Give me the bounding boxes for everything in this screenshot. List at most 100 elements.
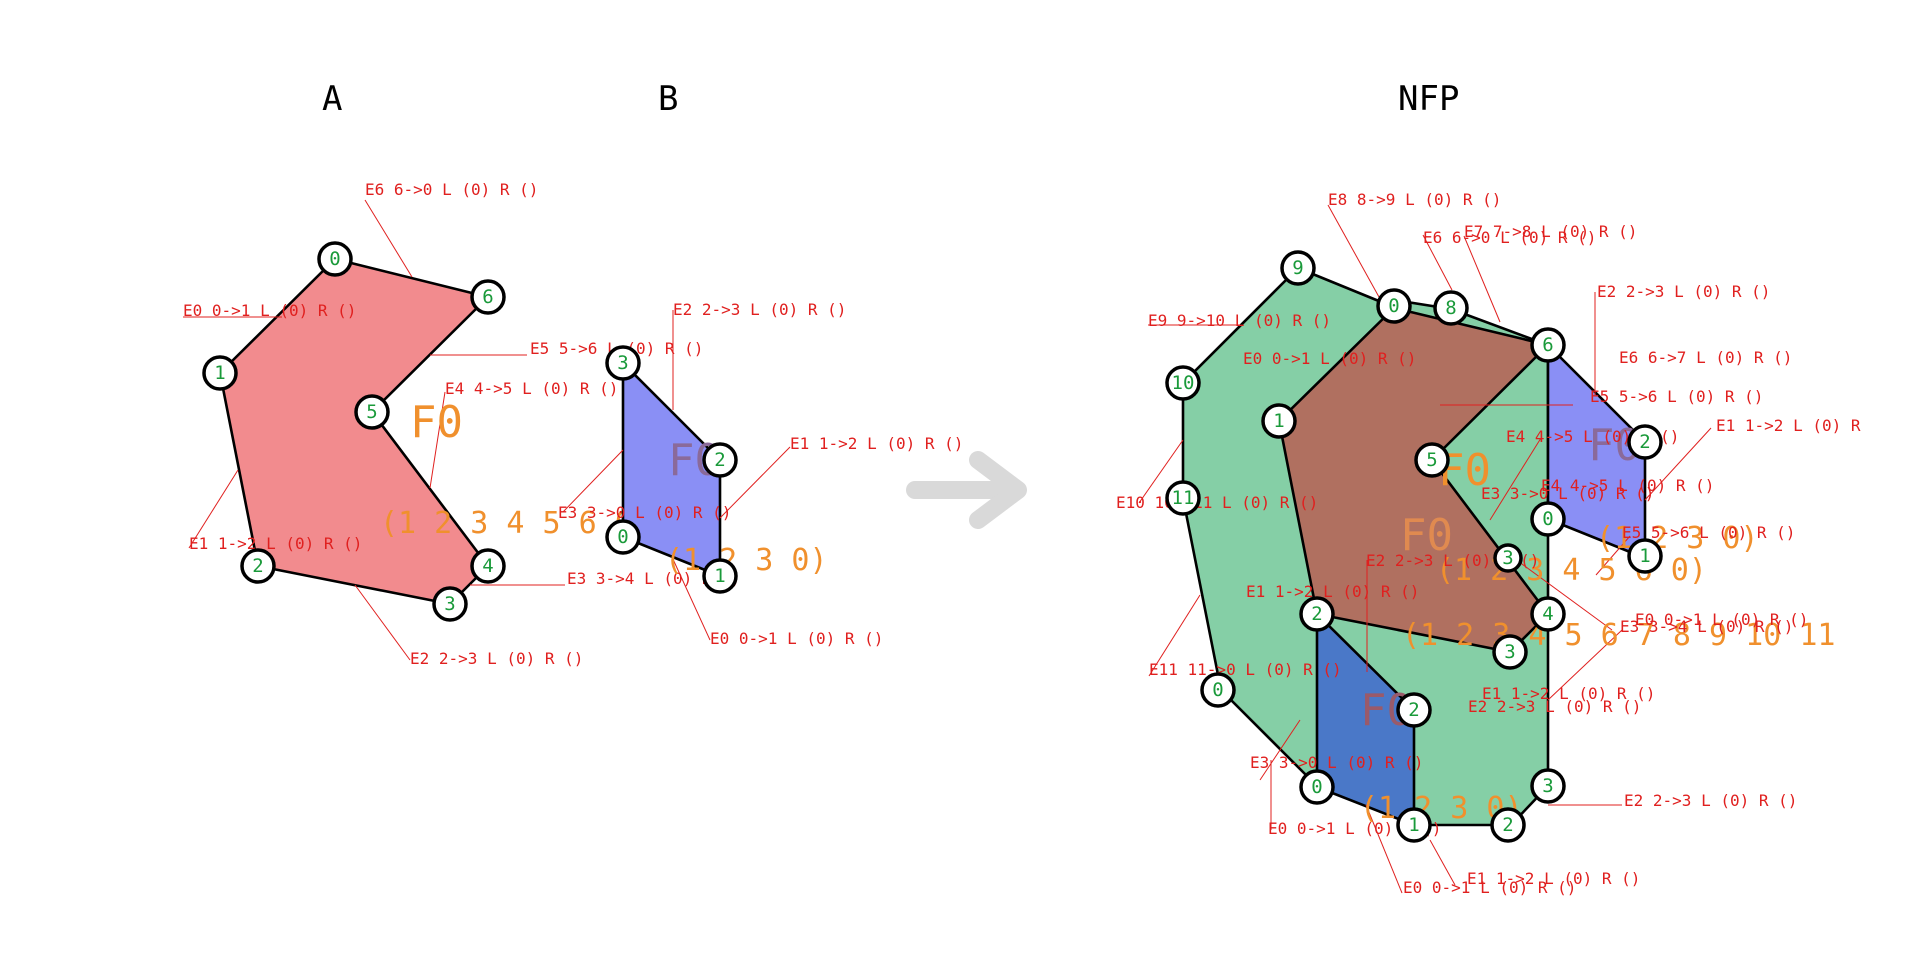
- title-nfp: NFP: [1398, 79, 1459, 119]
- vertex: 2: [702, 442, 738, 478]
- vertex: 2: [1396, 692, 1432, 728]
- leader: [1595, 535, 1631, 576]
- svg-text:0: 0: [1388, 295, 1399, 317]
- leader: [354, 584, 411, 661]
- svg-text:3: 3: [1542, 775, 1553, 797]
- leader: [671, 556, 711, 641]
- edge-label: E2 2->3 L (0) R (): [673, 300, 846, 319]
- svg-text:2: 2: [1408, 699, 1419, 721]
- right-arrow-icon: [906, 451, 1027, 529]
- edge-label: E8 8->9 L (0) R (): [1328, 190, 1501, 209]
- edge-label: E1 1->2 L (0) R (): [189, 534, 362, 553]
- edge-label: E3 3->4 L (0) R (): [567, 569, 740, 588]
- edge-label: E1 1->2 L (0) R (): [1467, 869, 1640, 888]
- edge-label: E3 3->0 L (0) R (): [558, 503, 731, 522]
- vertex: 1: [1396, 807, 1432, 843]
- svg-text:0: 0: [1311, 776, 1322, 798]
- svg-text:2: 2: [1502, 814, 1513, 836]
- svg-text:1: 1: [714, 565, 725, 587]
- edge-label: E0 0->1 L (0) R (): [1635, 610, 1808, 629]
- svg-text:2: 2: [1311, 603, 1322, 625]
- vertex: 8: [1433, 290, 1469, 326]
- panel-b: F0 (1 2 3 0) E2 2->3 L (0) R () E1 1->2 …: [558, 300, 963, 648]
- leader: [1365, 804, 1403, 894]
- vertex: 5: [354, 394, 390, 430]
- edge-label: E0 0->1 L (0) R (): [183, 301, 356, 320]
- vertex: 3: [432, 586, 468, 622]
- leader: [1463, 235, 1501, 323]
- leader: [1429, 839, 1456, 886]
- vertex: 9: [1280, 250, 1316, 286]
- leader: [188, 469, 239, 549]
- leader: [1510, 555, 1613, 631]
- vertex: 0: [317, 241, 353, 277]
- vertex: 1: [1261, 403, 1297, 439]
- vertex: 0: [1530, 501, 1566, 537]
- vertex: 3: [1492, 634, 1528, 670]
- edge-label: E2 2->3 L (0) R (): [1624, 791, 1797, 810]
- vertex: 1: [202, 355, 238, 391]
- edge-label: E4 4->5 L (0) R (): [1541, 476, 1714, 495]
- leader: [1148, 594, 1201, 677]
- face-sequence: (1 2 3 4 5 6 7 8 9 10 11: [1402, 618, 1835, 653]
- polygon-a: [218, 257, 490, 606]
- edge-label: E1 1->2 L (0) R (): [790, 434, 963, 453]
- svg-text:1: 1: [1273, 410, 1284, 432]
- panel-a: F0 (1 2 3 4 5 6 0) E6 6->0 L (0) R () E0…: [183, 180, 740, 668]
- svg-text:2: 2: [1639, 431, 1650, 453]
- svg-text:6: 6: [482, 286, 493, 308]
- face-sequence: (1 2 3 0): [1596, 521, 1759, 556]
- title-a: A: [322, 79, 342, 119]
- svg-text:8: 8: [1445, 297, 1456, 319]
- svg-text:1: 1: [1408, 814, 1419, 836]
- vertex: 5: [1414, 442, 1450, 478]
- leader: [364, 199, 413, 278]
- edge-label: E3 3->4 L (0) R (): [1620, 617, 1793, 636]
- svg-text:11: 11: [1172, 487, 1195, 509]
- svg-text:5: 5: [1426, 449, 1437, 471]
- edge-label: E3 3->0 L (0) R (): [1481, 484, 1654, 503]
- edge-label: E7 7->8 L (0) R (): [1464, 222, 1637, 241]
- svg-text:0: 0: [617, 526, 628, 548]
- svg-text:5: 5: [366, 401, 377, 423]
- vertex: 2: [1490, 807, 1526, 843]
- edge-label: E5 5->6 L (0) R (): [1590, 387, 1763, 406]
- svg-text:9: 9: [1292, 257, 1303, 279]
- svg-text:4: 4: [482, 555, 493, 577]
- title-b: B: [658, 79, 678, 119]
- edge-label: E11 11->0 L (0) R (): [1149, 660, 1342, 679]
- vertex: 2: [1299, 596, 1335, 632]
- vertex: 1: [702, 558, 738, 594]
- vertex: 0: [1200, 672, 1236, 708]
- nfp-brown-polygon: [1277, 306, 1550, 654]
- edge-label: E6 6->0 L (0) R (): [365, 180, 538, 199]
- vertex: 6: [470, 279, 506, 315]
- svg-text:3: 3: [1504, 641, 1515, 663]
- edge-label: E0 0->1 L (0) R (): [1243, 349, 1416, 368]
- vertex: 3: [605, 345, 641, 381]
- face-label: F0: [410, 397, 463, 448]
- svg-text:1: 1: [1639, 545, 1650, 567]
- svg-text:3: 3: [1502, 547, 1513, 569]
- edge-label: E2 2->3 L (0) R (): [410, 649, 583, 668]
- vertex: 11: [1165, 480, 1201, 516]
- svg-text:0: 0: [1542, 508, 1553, 530]
- leader: [1547, 629, 1623, 701]
- edge-label: E6 6->0 L (0) R (): [1423, 228, 1596, 247]
- svg-text:2: 2: [252, 555, 263, 577]
- edge-label: E1 1->2 L (0) R: [1716, 416, 1861, 435]
- leader: [1259, 719, 1301, 781]
- svg-text:4: 4: [1542, 603, 1553, 625]
- edge-label: E0 0->1 L (0) R (): [710, 629, 883, 648]
- leader: [1138, 439, 1184, 504]
- vertex: 3: [1530, 768, 1566, 804]
- vertex: 3: [1493, 543, 1523, 573]
- vertex: 4: [1530, 596, 1566, 632]
- vertex: 2: [1627, 424, 1663, 460]
- svg-text:10: 10: [1172, 372, 1195, 394]
- vertex: 2: [240, 548, 276, 584]
- edge-label: E10 10->11 L (0) R (): [1116, 493, 1318, 512]
- edge-label: E1 1->2 L (0) R (): [1246, 582, 1419, 601]
- vertex: 10: [1165, 365, 1201, 401]
- face-label: F0: [1400, 510, 1453, 561]
